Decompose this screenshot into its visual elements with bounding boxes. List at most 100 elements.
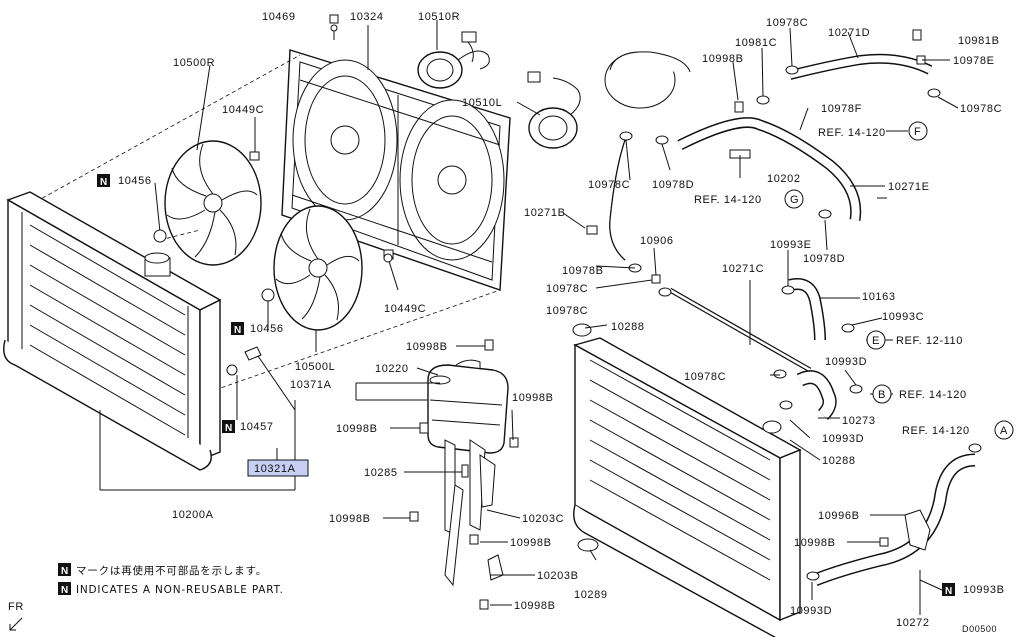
label-10978D: 10978D bbox=[803, 253, 845, 265]
label-10998B: 10998B bbox=[512, 392, 554, 404]
label-10273: 10273 bbox=[842, 415, 876, 427]
n-badge bbox=[231, 322, 244, 335]
ref-text-G: REF. 14-120 bbox=[694, 194, 762, 206]
label-10998B: 10998B bbox=[336, 423, 378, 435]
label-10500L: 10500L bbox=[295, 361, 335, 373]
label-10321A: 10321A bbox=[254, 463, 296, 475]
label-10981B: 10981B bbox=[958, 35, 1000, 47]
ref-letter-F: F bbox=[914, 126, 921, 138]
dashed-leaders bbox=[29, 54, 501, 391]
label-10998B: 10998B bbox=[406, 341, 448, 353]
label-10993D: 10993D bbox=[790, 605, 832, 617]
leaders-left bbox=[99, 20, 541, 491]
legend-japanese: マークは再使用不可部品を示します。 bbox=[76, 564, 267, 577]
fan-right-drawing bbox=[164, 140, 262, 266]
ref-circle-G[interactable] bbox=[784, 189, 804, 209]
label-10993C: 10993C bbox=[882, 311, 924, 323]
label-10371A: 10371A bbox=[290, 379, 332, 391]
label-10993D: 10993D bbox=[822, 433, 864, 445]
ref-letter-E: E bbox=[872, 335, 880, 347]
label-10449C: 10449C bbox=[384, 303, 426, 315]
label-10993B: 10993B bbox=[963, 584, 1005, 596]
label-10469: 10469 bbox=[262, 11, 296, 23]
label-10978D: 10978D bbox=[652, 179, 694, 191]
label-10163: 10163 bbox=[862, 291, 896, 303]
n-badge-letter: N bbox=[100, 177, 107, 188]
hoses-drawing bbox=[604, 51, 976, 587]
label-10978C: 10978C bbox=[546, 283, 588, 295]
fasteners-middle bbox=[153, 14, 394, 302]
reservoir-tank-drawing bbox=[409, 339, 519, 610]
label-10203C: 10203C bbox=[522, 513, 564, 525]
n-badge bbox=[97, 174, 110, 187]
label-10285: 10285 bbox=[364, 467, 398, 479]
label-10998B: 10998B bbox=[510, 537, 552, 549]
ref-letter-G: G bbox=[790, 194, 799, 206]
front-arrow-icon bbox=[9, 617, 23, 631]
label-10202: 10202 bbox=[767, 173, 801, 185]
label-10271D: 10271D bbox=[828, 27, 870, 39]
part-number-labels: 10469 10324 10510R 10500R 10449C 10510L … bbox=[118, 11, 1005, 629]
ref-circle-F[interactable] bbox=[908, 121, 928, 141]
label-10978C: 10978C bbox=[766, 17, 808, 29]
label-10998B: 10998B bbox=[514, 600, 556, 612]
leaders-tank bbox=[355, 345, 535, 606]
n-badge bbox=[942, 583, 955, 596]
n-badge-letter: N bbox=[945, 586, 952, 597]
diagram-code: D00500 bbox=[962, 624, 997, 634]
corner-marks: FR D00500 bbox=[8, 601, 997, 634]
n-badge bbox=[58, 563, 71, 576]
label-10978F: 10978F bbox=[821, 103, 862, 115]
label-10457: 10457 bbox=[240, 421, 274, 433]
label-10271C: 10271C bbox=[722, 263, 764, 275]
ref-circle-B[interactable] bbox=[872, 384, 892, 404]
ref-text-A: REF. 14-120 bbox=[902, 425, 970, 437]
label-10456: 10456 bbox=[250, 323, 284, 335]
label-10449C: 10449C bbox=[222, 104, 264, 116]
ref-text-E: REF. 12-110 bbox=[896, 335, 963, 347]
label-10978C: 10978C bbox=[684, 371, 726, 383]
label-10288: 10288 bbox=[611, 321, 645, 333]
label-10500R: 10500R bbox=[173, 57, 215, 69]
non-reusable-badges: N N N N bbox=[97, 174, 955, 597]
n-badge-letter: N bbox=[225, 423, 232, 434]
ref-text-F: REF. 14-120 bbox=[818, 127, 886, 139]
ref-letter-B: B bbox=[878, 389, 886, 401]
radiator-left-drawing bbox=[3, 191, 262, 471]
highlighted-part-10321A[interactable]: 10321A bbox=[247, 459, 309, 477]
n-badge-letter: N bbox=[234, 325, 241, 336]
ref-letter-A: A bbox=[1000, 425, 1008, 437]
label-10998B: 10998B bbox=[702, 53, 744, 65]
label-10271E: 10271E bbox=[888, 181, 930, 193]
label-10324: 10324 bbox=[350, 11, 384, 23]
label-10906: 10906 bbox=[640, 235, 674, 247]
label-10998B: 10998B bbox=[794, 537, 836, 549]
front-indicator: FR bbox=[8, 601, 24, 613]
radiator-right-drawing bbox=[572, 323, 802, 637]
hose-clamps bbox=[586, 29, 982, 581]
label-10993D: 10993D bbox=[825, 356, 867, 368]
references: REF. 14-120 F REF. 14-120 G E REF. 12-11… bbox=[694, 121, 1014, 440]
label-10289: 10289 bbox=[574, 589, 608, 601]
label-10200A: 10200A bbox=[172, 509, 214, 521]
label-10978C: 10978C bbox=[588, 179, 630, 191]
n-badge-letter: N bbox=[61, 566, 68, 577]
ref-circle-A[interactable] bbox=[994, 420, 1014, 440]
label-10998B: 10998B bbox=[329, 513, 371, 525]
n-badge-letter: N bbox=[61, 585, 68, 596]
label-10978B: 10978B bbox=[562, 265, 604, 277]
fan-motor-left-drawing bbox=[527, 71, 581, 149]
label-10220: 10220 bbox=[375, 363, 409, 375]
ref-circle-E[interactable] bbox=[866, 330, 886, 350]
n-badge bbox=[222, 420, 235, 433]
label-10996B: 10996B bbox=[818, 510, 860, 522]
legend: N マークは再使用不可部品を示します。 N INDICATES A NON-RE… bbox=[58, 563, 283, 596]
label-10510R: 10510R bbox=[418, 11, 460, 23]
label-10272: 10272 bbox=[896, 617, 930, 629]
label-10288: 10288 bbox=[822, 455, 856, 467]
fan-motor-right-drawing bbox=[417, 31, 490, 89]
fan-left-drawing bbox=[273, 205, 363, 331]
label-10456: 10456 bbox=[118, 175, 152, 187]
